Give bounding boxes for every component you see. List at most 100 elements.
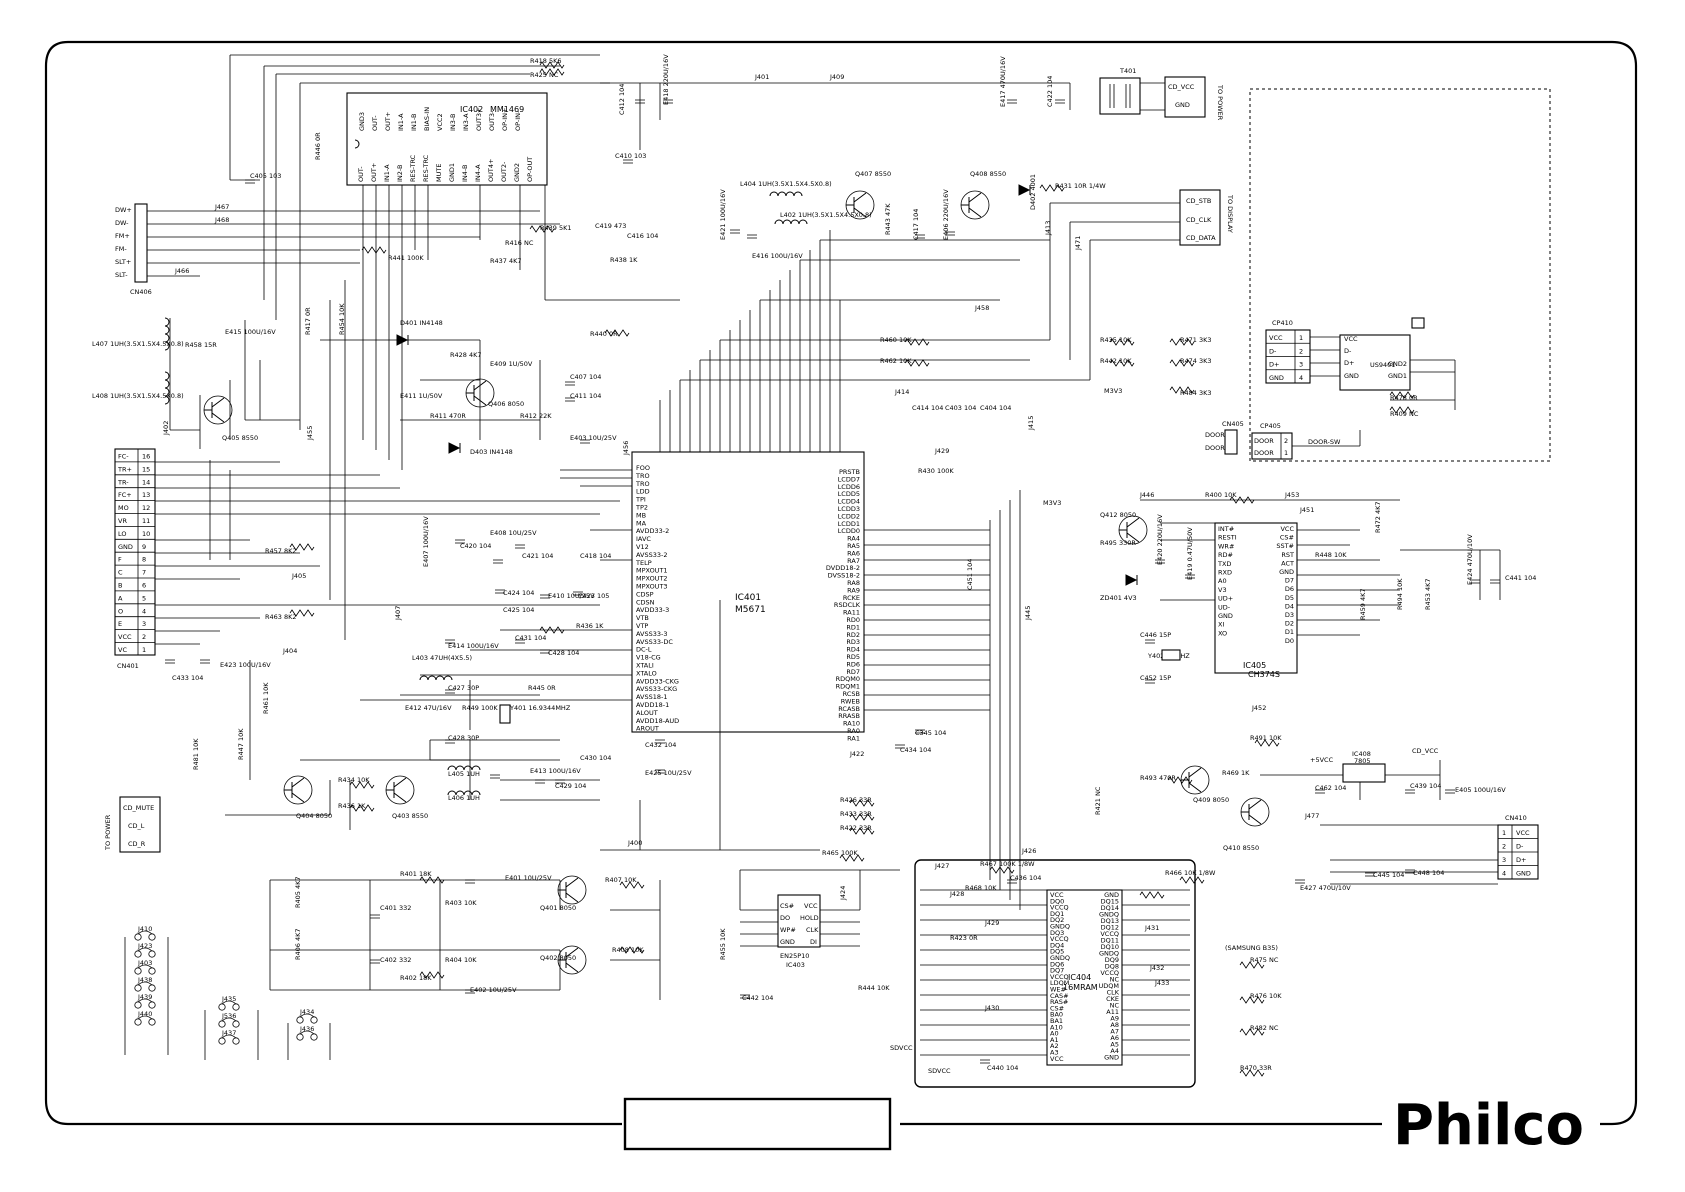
l406-inductor: [447, 790, 481, 796]
ic401-pin: LDD: [636, 488, 650, 496]
ic401-pin: AVSS33-DC: [636, 638, 673, 646]
capacitor-symbol: [165, 659, 175, 664]
resistor-symbol: [604, 329, 630, 337]
resistor-symbol: [1239, 961, 1265, 969]
svg-text:US9401: US9401: [1370, 361, 1395, 369]
wire: [229, 339, 481, 440]
svg-text:HOLD: HOLD: [800, 914, 819, 922]
cn410-pin-number: 4: [1502, 870, 1506, 878]
capacitor-symbol: [1155, 559, 1165, 564]
component-label-r440: R440 0R: [590, 330, 618, 338]
component-label-c345: C345 104: [915, 729, 946, 737]
component-label-r435: R435 10K: [1100, 336, 1132, 344]
t401-transformer: [1099, 77, 1141, 115]
resistor-symbol: [839, 854, 865, 862]
component-label-r422: R422 33R: [840, 824, 872, 832]
ic404-pin: A7: [1110, 1028, 1119, 1036]
cn401-pin-number: 5: [142, 594, 146, 602]
component-label-e408: E408 10U/25V: [490, 529, 537, 537]
resistor-symbol: [989, 866, 1015, 874]
jumper-label: J423: [137, 942, 152, 950]
ic404-pin: A5: [1110, 1041, 1119, 1049]
ic404-pin: DQ3: [1050, 929, 1064, 937]
component-label-c416: C416 104: [627, 232, 658, 240]
svg-text:2: 2: [1284, 437, 1288, 445]
component-label-e414: E414 100U/16V: [448, 642, 499, 650]
svg-text:CD_L: CD_L: [128, 822, 145, 830]
component-label-r467: R467 100K 1/8W: [980, 860, 1035, 868]
cn406-connector: CN406: [130, 203, 152, 296]
wire: [864, 679, 990, 711]
component-label-r447: R447 10K: [237, 728, 245, 760]
ic401-pin: RD1: [846, 623, 860, 631]
component-label-e418: E418 220U/16V: [662, 54, 670, 105]
ic401-pin: RD4: [846, 646, 860, 654]
component-label-r423: R423 0R: [950, 934, 978, 942]
ic405-pin: UD-: [1218, 603, 1231, 611]
component-label-r411: R411 470R: [430, 412, 466, 420]
resistor-symbol: [289, 609, 315, 617]
capacitor-symbol: [445, 689, 455, 694]
svg-text:GND: GND: [1175, 101, 1190, 109]
svg-text:M5671: M5671: [735, 605, 766, 615]
ic401-pin: RD6: [846, 660, 860, 668]
resistor-symbol: [619, 881, 645, 889]
capacitor-symbol: [1055, 99, 1065, 104]
component-label-r469: R469 1K: [1222, 769, 1250, 777]
jumper-rail: [204, 1010, 259, 1060]
component-label-l403: L403 47UH(4X5.5): [412, 654, 472, 662]
capacitor-symbol: [663, 99, 673, 104]
ic404-pin: A6: [1110, 1034, 1119, 1042]
svg-text:IC405: IC405: [1243, 661, 1266, 670]
jumper-pad: [134, 1001, 142, 1009]
capacitor-symbol: [895, 744, 905, 749]
component-label-r421: R421 NC: [1094, 786, 1102, 815]
q402-transistor: [557, 945, 587, 975]
capacitor-symbol: [945, 231, 955, 236]
ic404-pin: A0: [1050, 1030, 1059, 1038]
component-label-d402: D402 4001: [1029, 174, 1037, 210]
cn401-label: VC: [118, 646, 127, 654]
component-label-r426: R426 33R: [840, 796, 872, 804]
component-label-e410: E410 10U/25V: [548, 592, 595, 600]
component-label-r471: R471 3K3: [1180, 336, 1212, 344]
resistor-symbol: [539, 626, 565, 634]
wire: [864, 529, 990, 591]
component-label-r404: R404 10K: [445, 956, 477, 964]
component-label-t401: T401: [1119, 67, 1136, 75]
ic401-pin: AVSS33-CKG: [636, 685, 677, 693]
component-label-e417: E417 470U/16V: [999, 56, 1007, 107]
resistor-symbol: [529, 225, 555, 233]
component-label-e406: E406 220U/16V: [942, 189, 950, 240]
component-label-e405: E405 100U/16V: [1455, 786, 1506, 794]
component-label-e407: E407 100U/16V: [422, 516, 430, 567]
ic404-pin: DQ5: [1050, 948, 1064, 956]
component-label-l405: L405 1UH: [448, 770, 480, 778]
component-label-q409: Q409 8050: [1193, 796, 1229, 804]
ic401-pin: RA8: [847, 579, 860, 587]
ic404-pin: DQ2: [1050, 916, 1064, 924]
ic402-pin: OUT3-: [488, 110, 496, 131]
ic403-flash: EN25P10 IC403 CS# DO WP# GND VCC HOLD CL…: [777, 894, 821, 969]
wire: [989, 490, 1021, 910]
capacitor-symbol: [635, 99, 645, 104]
component-label-e421: E421 100U/16V: [719, 189, 727, 240]
resistor-symbol: [1169, 386, 1195, 394]
ic402-pin: OUT-: [371, 115, 379, 131]
ic401-pin: AVDD18-AUD: [636, 717, 679, 725]
component-label-c425: C425 104: [503, 606, 534, 614]
jumper-pad: [134, 967, 142, 975]
cn406-label: SLT+: [115, 258, 131, 266]
ic405-pin: D6: [1285, 585, 1294, 593]
wire: [155, 461, 620, 515]
component-label-r449: R449 100K: [462, 704, 498, 712]
resistor-symbol: [1389, 391, 1415, 399]
component-label-r466: R466 10K 1/8W: [1165, 869, 1216, 877]
component-label-e409: E409 1U/50V: [490, 360, 533, 368]
component-label-l406: L406 1UH: [448, 794, 480, 802]
ic405-pin: XO: [1218, 629, 1227, 637]
ic404-pin: GNDQ: [1050, 923, 1070, 931]
ic401-pin: PRSTB: [839, 468, 860, 476]
resistor-symbol: [619, 946, 645, 954]
ic402-pin: MUTE: [435, 164, 443, 182]
